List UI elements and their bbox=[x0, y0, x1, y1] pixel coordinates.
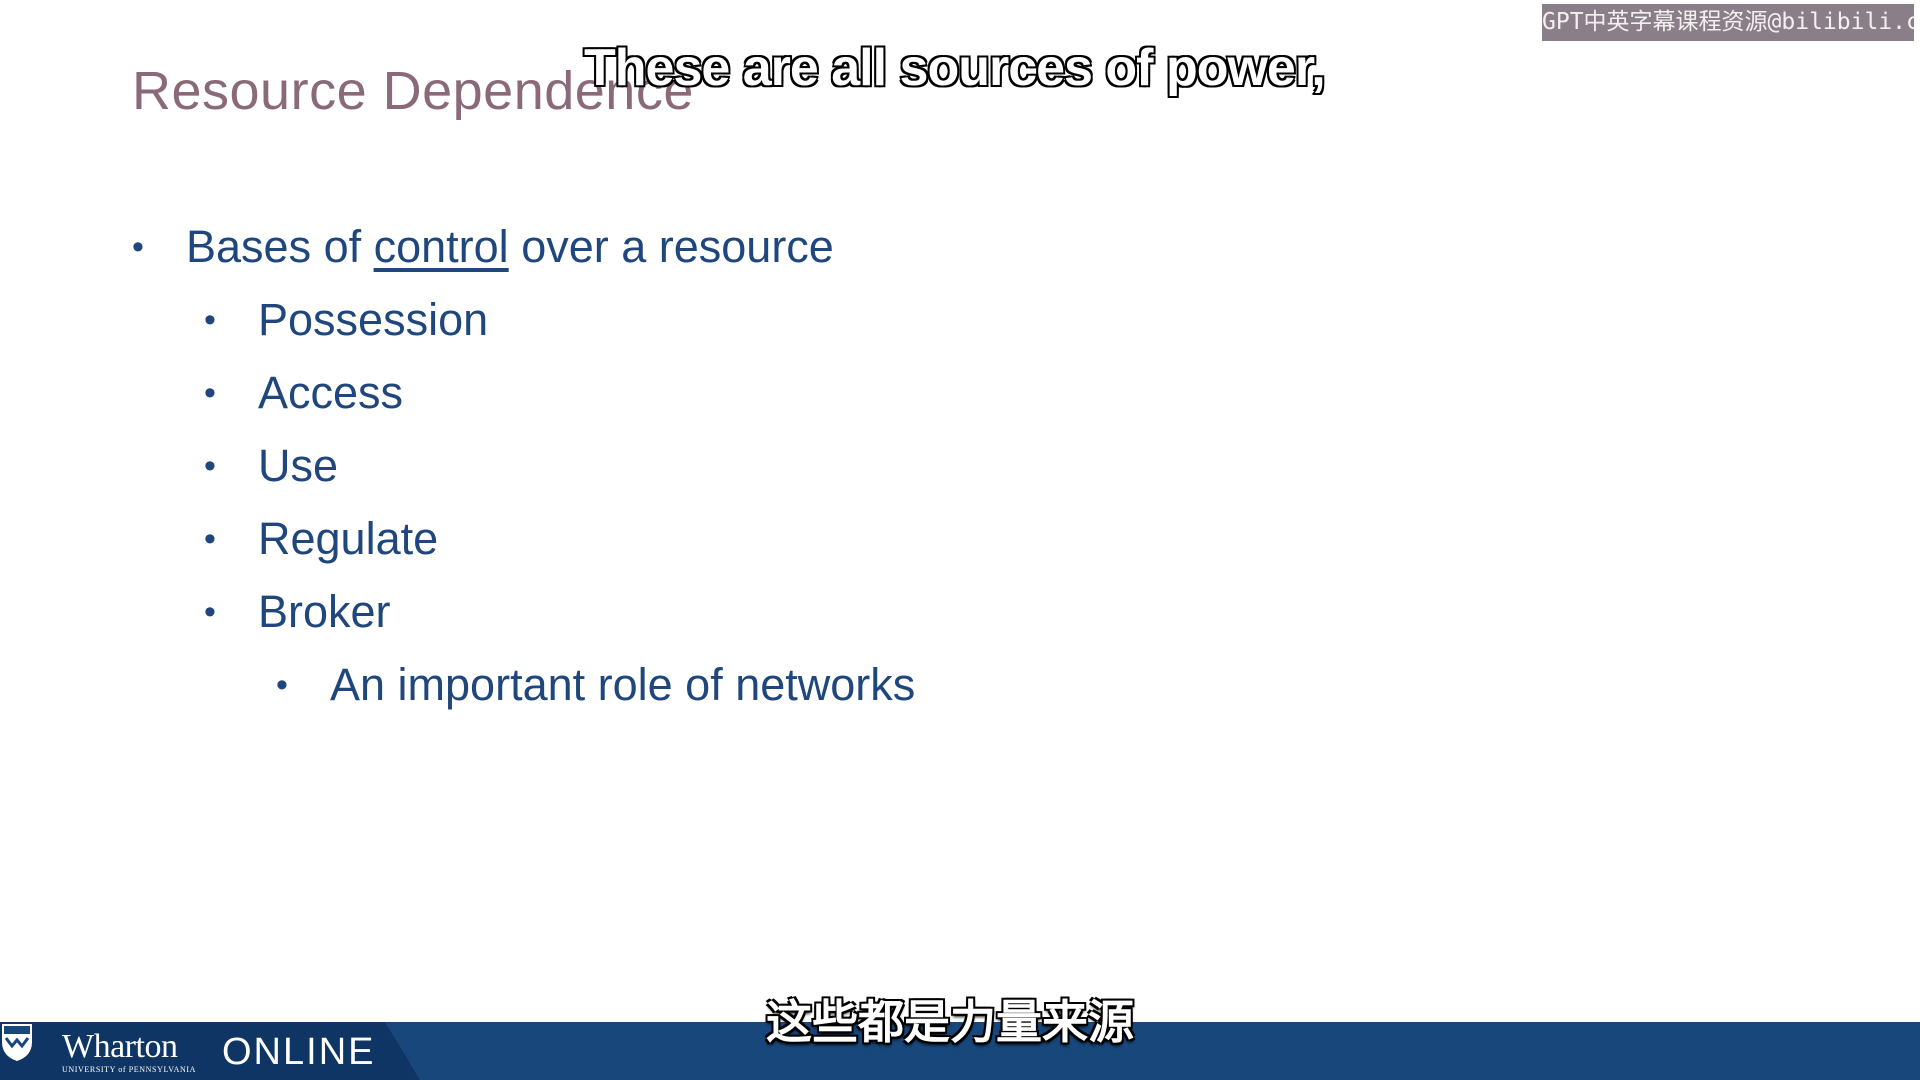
bullet-dot-icon: • bbox=[204, 301, 216, 339]
bullet-text: Use bbox=[258, 440, 339, 491]
bullet-text: Broker bbox=[258, 586, 391, 637]
online-wordmark: ONLINE bbox=[222, 1031, 376, 1073]
bullet-dot-icon: • bbox=[132, 228, 144, 266]
bullet-text: An important role of networks bbox=[330, 659, 916, 710]
subtitle-chinese: 这些都是力量来源 bbox=[766, 996, 1134, 1048]
bullet-text: Possession bbox=[258, 294, 489, 345]
slide-title: Resource Dependence bbox=[132, 61, 694, 121]
wharton-subline: UNIVERSITY of PENNSYLVANIA bbox=[62, 1065, 196, 1074]
wharton-wordmark: Wharton bbox=[62, 1028, 178, 1065]
footer-bar: Wharton UNIVERSITY of PENNSYLVANIA ONLIN… bbox=[0, 1022, 1920, 1080]
bullet-dot-icon: • bbox=[204, 447, 216, 485]
penn-shield-icon bbox=[2, 1024, 32, 1061]
bullet-underlined-word: control bbox=[373, 221, 509, 272]
subtitle-english: These are all sources of power, bbox=[583, 38, 1328, 99]
footer-logo: Wharton UNIVERSITY of PENNSYLVANIA ONLIN… bbox=[0, 1022, 420, 1080]
bullet-dot-icon: • bbox=[204, 374, 216, 412]
bullet-dot-icon: • bbox=[204, 593, 216, 631]
bullet-suffix: over a resource bbox=[508, 221, 834, 272]
bullet-dot-icon: • bbox=[276, 666, 288, 704]
bullet-text: Bases of control over a resource bbox=[186, 218, 834, 276]
watermark-badge: GPT中英字幕课程资源@bilibili.com bbox=[1542, 4, 1914, 41]
bullet-text: Access bbox=[258, 367, 404, 418]
bullet-dot-icon: • bbox=[204, 520, 216, 558]
footer-angled-panel-icon bbox=[0, 1022, 420, 1080]
bullet-text: Regulate bbox=[258, 513, 439, 564]
bullet-prefix: Bases of bbox=[186, 221, 374, 272]
